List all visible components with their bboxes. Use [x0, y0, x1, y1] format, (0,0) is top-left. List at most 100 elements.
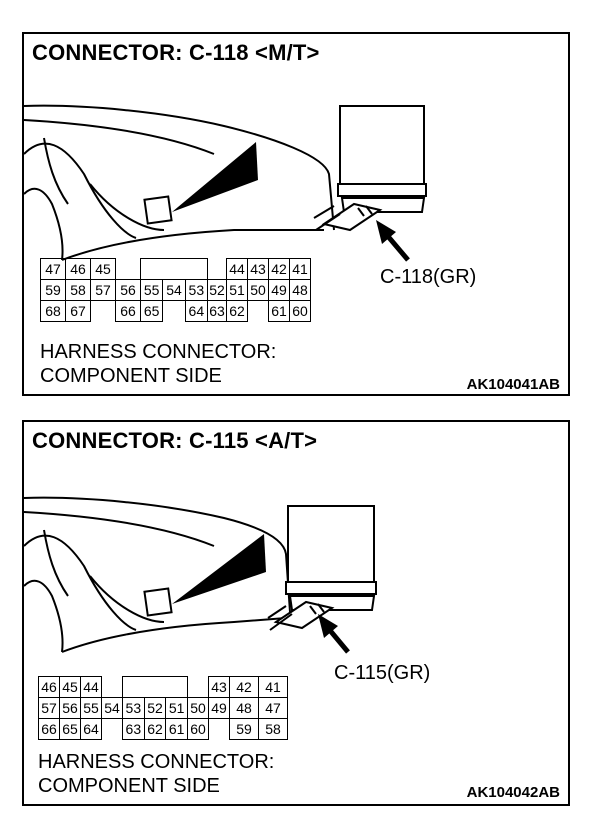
pin-cell: 53	[122, 697, 145, 719]
pin-cell: 50	[247, 279, 269, 301]
pin-row: 66 65 64 63 62 61 60 59 58	[38, 718, 288, 740]
caption: HARNESS CONNECTOR: COMPONENT SIDE	[38, 750, 274, 798]
pin-cell: 48	[229, 697, 259, 719]
pin-cell: 43	[208, 676, 230, 698]
dashboard-illustration	[24, 496, 377, 654]
location-wedge	[172, 142, 258, 212]
console-line	[24, 187, 64, 261]
pin-gap	[91, 301, 116, 322]
pin-cell: 58	[65, 279, 91, 301]
pin-cell: 66	[115, 300, 141, 322]
pin-row: 47 46 45 44 43 42 41	[40, 258, 311, 280]
pin-cell: 55	[139, 279, 164, 301]
pin-cell: 49	[208, 697, 230, 719]
pin-gap	[209, 719, 230, 740]
pin-cell: 45	[59, 676, 81, 698]
pin-gap	[163, 301, 185, 322]
pin-cell: 56	[115, 279, 141, 301]
pin-cell: 62	[226, 300, 248, 322]
pin-cell: 64	[184, 300, 209, 322]
caption-line: HARNESS CONNECTOR:	[38, 751, 275, 773]
dash-top-line	[24, 496, 291, 613]
connector-callout-label: C-115(GR)	[334, 662, 431, 684]
pin-cell: 65	[59, 718, 81, 740]
caption-line: COMPONENT SIDE	[38, 775, 220, 797]
pin-gap	[208, 259, 227, 280]
pin-cell: 53	[184, 279, 209, 301]
pin-cell: 57	[90, 279, 116, 301]
callout-arrow	[318, 614, 350, 654]
ecu-module	[285, 505, 377, 611]
pin-cell: 49	[268, 279, 290, 301]
pin-cell: 46	[38, 676, 60, 698]
pin-cell: 54	[162, 279, 186, 301]
figure-code: AK104041AB	[466, 376, 560, 393]
pin-cell: 42	[229, 676, 259, 698]
harness-plug	[267, 600, 335, 631]
pin-cell: 43	[247, 258, 269, 280]
pin-cell: 55	[80, 697, 102, 719]
ecu-location-box	[143, 587, 173, 617]
pin-cell: 64	[80, 718, 102, 740]
connector-panel-c118: CONNECTOR: C-118 <M/T>	[22, 32, 570, 396]
pin-gap	[248, 301, 269, 322]
pin-cell: 63	[207, 300, 227, 322]
pin-cell: 56	[59, 697, 81, 719]
pin-row: 68 67 66 65 64 63 62 61 60	[40, 300, 311, 322]
ecu-location-box	[143, 195, 173, 225]
caption-line: COMPONENT SIDE	[40, 365, 222, 387]
figure-code: AK104042AB	[466, 784, 560, 801]
pin-cell: 54	[101, 697, 123, 719]
pin-cell: 61	[165, 718, 188, 740]
caption: HARNESS CONNECTOR: COMPONENT SIDE	[40, 340, 276, 388]
panel-title: CONNECTOR: C-115 <A/T>	[32, 428, 318, 453]
pin-cell: 63	[122, 718, 145, 740]
pin-cell: 48	[289, 279, 311, 301]
dash-inner-line	[24, 511, 215, 547]
connector-key	[140, 258, 208, 280]
panel-title: CONNECTOR: C-118 <M/T>	[32, 40, 320, 65]
steering-column-line	[24, 534, 137, 631]
connector-key	[122, 676, 188, 698]
pin-grid: 46 45 44 43 42 41 57 56 55 54 53 52 51 5…	[38, 676, 288, 740]
pin-cell: 42	[268, 258, 290, 280]
dashboard-illustration	[24, 104, 427, 262]
pin-cell: 50	[187, 697, 209, 719]
pin-cell: 41	[258, 676, 288, 698]
pin-grid: 47 46 45 44 43 42 41 59 58 57 56 55 54 5…	[40, 258, 311, 322]
pin-cell: 60	[289, 300, 311, 322]
callout-arrow	[376, 220, 410, 262]
pin-cell: 52	[143, 697, 167, 719]
dash-inner-line	[24, 119, 215, 155]
dash-bottom-line	[61, 229, 324, 261]
pin-cell: 47	[40, 258, 66, 280]
pin-cell: 65	[139, 300, 164, 322]
pin-cell: 67	[65, 300, 91, 322]
pin-cell: 66	[38, 718, 60, 740]
console-line	[24, 579, 64, 653]
pin-cell: 68	[40, 300, 66, 322]
connector-callout-label: C-118(GR)	[380, 266, 477, 288]
harness-plug	[313, 202, 383, 232]
pin-row: 59 58 57 56 55 54 53 52 51 50 49 48	[40, 279, 311, 301]
pin-cell: 47	[258, 697, 288, 719]
pin-row: 57 56 55 54 53 52 51 50 49 48 47	[38, 697, 288, 719]
pin-cell: 61	[268, 300, 290, 322]
pin-gap	[116, 259, 141, 280]
dash-top-line	[24, 104, 335, 231]
pin-row: 46 45 44 43 42 41	[38, 676, 288, 698]
pin-cell: 51	[226, 279, 248, 301]
pin-cell: 58	[258, 718, 288, 740]
location-wedge	[172, 534, 266, 604]
pin-cell: 51	[165, 697, 188, 719]
pin-cell: 45	[90, 258, 116, 280]
pin-cell: 44	[80, 676, 102, 698]
pin-gap	[188, 677, 209, 698]
connector-panel-c115: CONNECTOR: C-115 <A/T>	[22, 420, 570, 806]
steering-column-line	[24, 142, 137, 239]
pin-cell: 60	[187, 718, 209, 740]
pin-cell: 52	[207, 279, 227, 301]
pin-cell: 57	[38, 697, 60, 719]
pin-cell: 41	[289, 258, 311, 280]
caption-line: HARNESS CONNECTOR:	[40, 341, 277, 363]
